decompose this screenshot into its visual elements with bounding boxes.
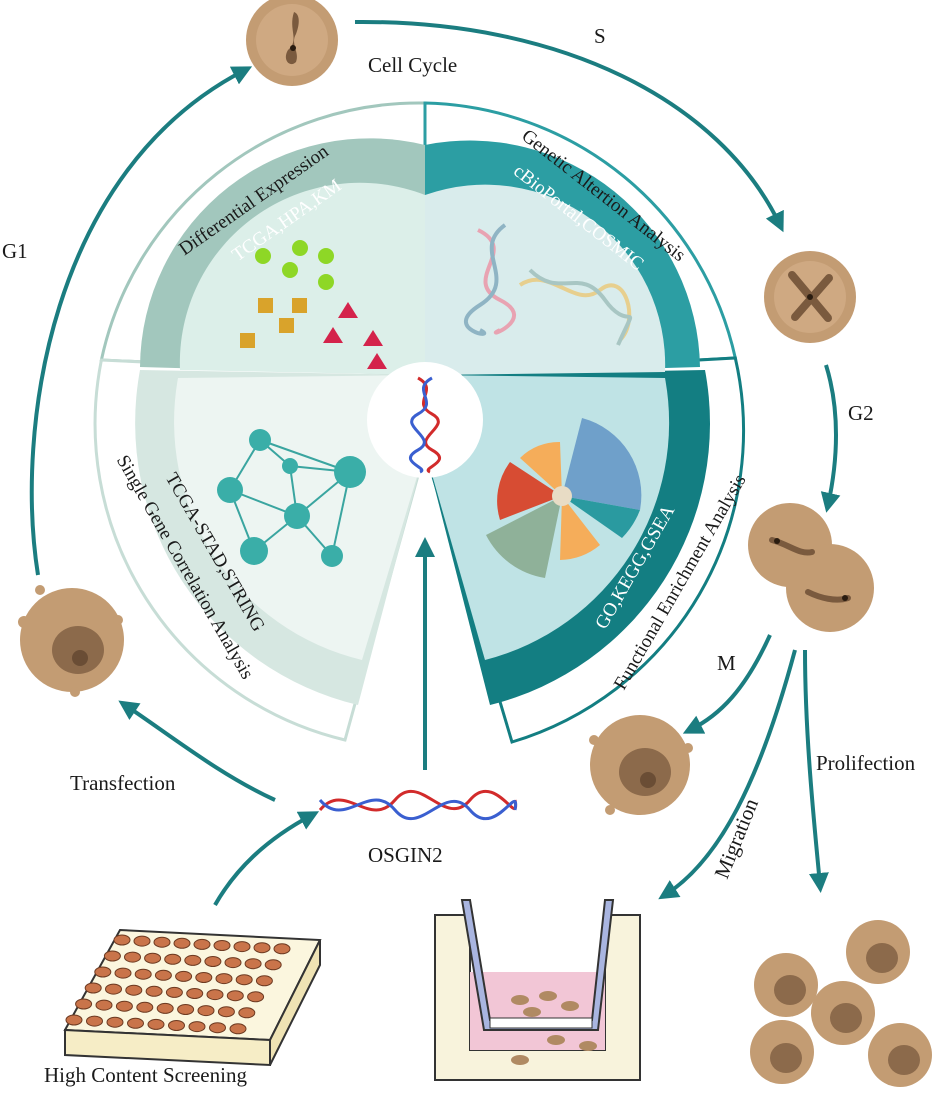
fill-differential (179, 182, 425, 375)
arrow-g2 (820, 364, 841, 513)
arrow-transfection (118, 700, 276, 802)
plate-well (84, 982, 102, 994)
plate-well (125, 984, 143, 996)
plate-well (165, 986, 183, 998)
plate-well (124, 951, 141, 963)
plate-well (147, 1018, 165, 1030)
plate-well (154, 969, 172, 981)
plate-well (235, 974, 253, 986)
dna-double-helix-icon (463, 223, 633, 346)
osgin2-dna-icon (318, 790, 518, 820)
plate-well (134, 968, 152, 980)
plate-well (127, 1017, 144, 1029)
plate-well (105, 983, 122, 995)
plate-well (164, 953, 182, 965)
s-phase-cell (764, 251, 856, 343)
plate-well (226, 990, 244, 1002)
plate-well (186, 988, 204, 999)
plate-well (206, 989, 224, 1001)
plate-well (65, 1014, 83, 1026)
m-phase-cell (589, 715, 693, 815)
plate-well (195, 972, 213, 983)
plate-well (273, 943, 291, 955)
g2-dividing-cell (748, 503, 874, 632)
label-s: S (594, 24, 606, 48)
well-plate-icon (63, 928, 322, 1067)
plate-well (86, 1015, 103, 1027)
plate-well (94, 966, 112, 978)
arrow-prolifection (803, 649, 829, 893)
arrow-m (682, 634, 772, 734)
plate-well (177, 1004, 195, 1015)
analysis-wheel: Differential Expression TCGA,HPA,KM Gene… (93, 101, 751, 744)
plate-well (229, 1023, 247, 1035)
plate-well (238, 1007, 256, 1019)
plate-well (224, 957, 242, 969)
plate-well (136, 1001, 154, 1013)
arrow-g1-to-cell-cycle (29, 66, 253, 576)
label-high-content-screening: High Content Screening (44, 1063, 247, 1087)
plate-well (188, 1021, 206, 1033)
label-cell-cycle: Cell Cycle (368, 53, 457, 77)
plate-well (133, 935, 151, 947)
label-g2: G2 (848, 401, 874, 425)
plate-well (144, 952, 162, 964)
label-m: M (717, 651, 736, 675)
plate-well (213, 940, 231, 951)
proliferation-cell-cluster (750, 920, 932, 1087)
plate-well (145, 985, 163, 997)
plate-well (153, 936, 171, 948)
plate-well (173, 937, 191, 949)
center-helix-icon (409, 376, 441, 474)
plate-well (217, 1006, 235, 1018)
plate-well (156, 1002, 174, 1014)
rose-chart-icon (486, 418, 642, 578)
label-prolifection: Prolifection (816, 751, 916, 775)
network-graph-icon (217, 429, 366, 567)
plate-well (103, 950, 121, 962)
plate-well (253, 942, 271, 954)
plate-well (114, 967, 132, 979)
center-hub (367, 362, 483, 478)
plate-well (244, 958, 262, 970)
cycle-arrows (29, 19, 841, 906)
plate-well (184, 954, 202, 966)
label-g1: G1 (2, 239, 28, 263)
label-transfection: Transfection (70, 771, 176, 795)
cell-cycle-cell (246, 0, 338, 86)
plate-well (197, 1005, 215, 1017)
plate-well (264, 959, 282, 971)
plate-well (233, 941, 251, 953)
plate-well (204, 956, 222, 967)
plate-well (106, 1016, 124, 1028)
plate-well (115, 1000, 133, 1012)
scatter-shapes-icon (240, 240, 387, 369)
arrow-screening-to-gene (213, 811, 320, 906)
plate-well (193, 938, 211, 950)
g1-cell (18, 585, 124, 697)
transwell-chamber-icon (434, 899, 641, 1081)
plate-well (113, 934, 131, 946)
label-osgin2: OSGIN2 (368, 843, 443, 867)
plate-well (75, 998, 93, 1010)
arrow-s (354, 19, 784, 233)
arrow-migration (658, 649, 797, 900)
plate-well (247, 991, 265, 1003)
plate-well (255, 975, 273, 987)
plate-well (215, 973, 233, 985)
plate-well (209, 1022, 226, 1034)
plate-well (168, 1020, 185, 1031)
plate-well (95, 999, 113, 1011)
plate-well (175, 970, 193, 982)
